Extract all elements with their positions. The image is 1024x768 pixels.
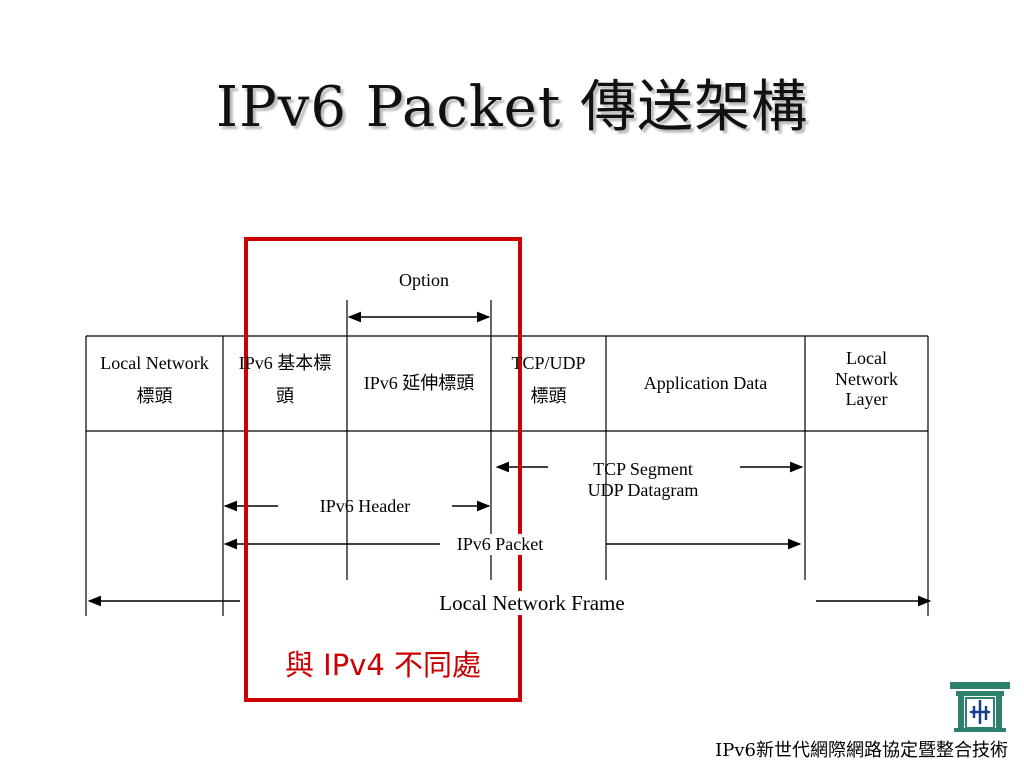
slide-title: IPv6 Packet 傳送架構 (215, 75, 809, 140)
organization-logo (950, 682, 1010, 732)
local-frame-label: Local Network Frame (404, 591, 660, 616)
cell-application-data: Application Data (643, 373, 768, 393)
cell-ipv6-extension-header: IPv6 延伸標頭 (363, 373, 475, 393)
ipv6-packet-label: IPv6 Packet (440, 534, 560, 555)
ipv6-diff-highlight-box (244, 237, 522, 702)
cell-local-network-header: Local Network 標頭 (100, 353, 209, 406)
cell-tcp-udp-header: TCP/UDP 標頭 (511, 353, 586, 406)
footer-text: IPv6新世代網際網路協定暨整合技術 (715, 740, 1008, 761)
tcp-segment-label: TCP Segment UDP Datagram (587, 459, 699, 500)
cell-local-network-layer: Local Network Layer (835, 348, 898, 410)
cell-ipv6-basic-header: IPv6 基本標 頭 (238, 353, 332, 406)
ipv6-header-label: IPv6 Header (319, 496, 411, 516)
option-label: Option (398, 270, 449, 290)
highlight-note: 與 IPv4 不同處 (284, 648, 482, 682)
